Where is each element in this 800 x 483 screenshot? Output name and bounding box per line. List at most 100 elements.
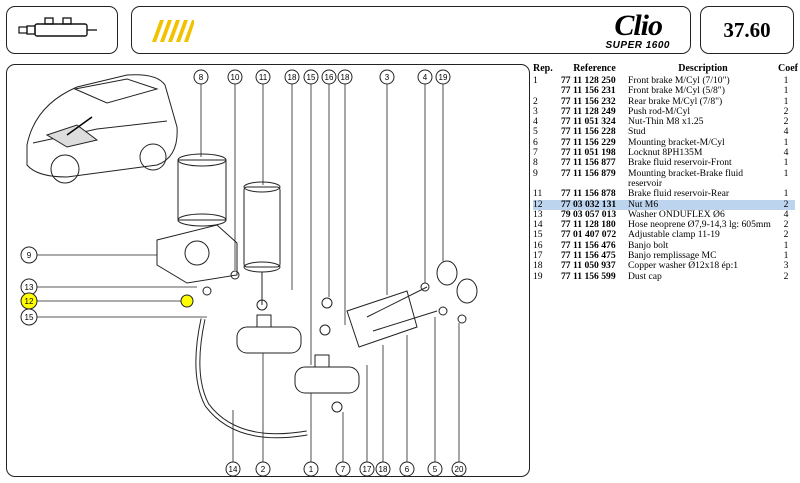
reference-cell: 77 11 156 879 [561,167,616,179]
coef-cell: 1 [783,188,789,200]
coef-cell: 2 [783,229,789,241]
car-sketch [26,74,178,184]
description-cell: Hose neoprene Ø7,9-14,3 lg: 605mm [628,219,771,231]
rep-cell: 8 [533,157,538,169]
top-callouts: 8 10 11 18 15 16 18 3 4 19 [193,69,451,365]
reference-cell: 77 11 050 937 [561,260,616,272]
table-row[interactable]: 77 11 156 231 Front brake M/Cyl (5/8") 1 [533,85,795,97]
coef-cell: 2 [783,270,789,282]
reference-cell: 77 11 156 231 [561,85,616,97]
reference-cell: 77 11 156 878 [561,188,616,200]
description-cell: Washer ONDUFLEX Ø6 [628,208,725,220]
svg-text:19: 19 [439,73,448,82]
svg-text:2: 2 [261,465,266,474]
rep-cell: 19 [533,270,543,282]
table-row[interactable]: 11 77 11 156 878 Brake fluid reservoir-Rea… [533,188,795,200]
table-header: Rep. Reference Description Coef [533,63,798,76]
svg-text:15: 15 [307,73,316,82]
nut-m6-highlight [180,294,194,308]
header-description: Description [678,63,728,74]
table-row[interactable]: 14 77 11 128 180 Hose neoprene Ø7,9-14,3 l… [533,219,795,231]
header-rep: Rep. [533,63,553,74]
hatch-stripe-icon [152,20,194,42]
svg-text:7: 7 [341,465,346,474]
coef-cell: 1 [783,250,789,262]
coef-cell: 2 [783,198,789,210]
svg-text:13: 13 [25,283,34,292]
svg-text:3: 3 [385,73,390,82]
description-cell: Copper washer Ø12x18 ép:1 [628,260,739,272]
svg-text:14: 14 [229,465,238,474]
description-cell: Brake fluid reservoir-Front [628,157,732,169]
rep-cell: 13 [533,208,543,220]
page-number-box: 37.60 [700,6,794,54]
description-cell: Front brake M/Cyl (7/10") [628,75,730,86]
coef-cell: 2 [783,219,789,231]
rep-cell: 16 [533,239,543,251]
description-cell: Stud [628,126,646,138]
header-coef: Coef [778,63,798,74]
rep-cell: 14 [533,219,543,231]
svg-text:6: 6 [405,465,410,474]
reference-cell: 77 11 128 180 [561,219,616,231]
description-cell: Push rod-M/Cyl [628,105,691,117]
reference-cell: 77 11 051 198 [561,147,616,159]
description-cell: Front brake M/Cyl (5/8") [628,85,725,97]
description-cell: Nut M6 [628,198,659,210]
reference-cell: 77 11 156 228 [561,126,616,138]
coef-cell: 1 [783,85,789,97]
rep-cell: 7 [533,147,538,159]
reference-cell: 77 11 156 476 [561,239,616,251]
coef-cell: 1 [783,75,789,86]
reference-cell: 77 01 407 072 [561,229,617,241]
table-row[interactable]: 5 77 11 156 228 Stud 4 [533,126,795,138]
coef-cell: 1 [783,239,789,251]
svg-text:8: 8 [199,73,204,82]
coef-cell: 4 [783,126,789,138]
svg-text:17: 17 [363,465,372,474]
rep-cell: 17 [533,250,543,262]
rep-cell: 5 [533,126,538,138]
table-row[interactable]: 4 77 11 051 324 Nut-Thin M8 x1.25 2 [533,116,795,128]
svg-text:10: 10 [231,73,240,82]
description-cell: Brake fluid reservoir-Rear [628,188,730,200]
description-cell: Adjustable clamp 11-19 [628,229,720,241]
coef-cell: 2 [783,116,789,128]
coef-cell: 2 [783,105,789,117]
rep-cell: 4 [533,116,538,128]
left-callouts: 9 13 12 15 [20,246,207,326]
page-number: 37.60 [723,17,771,42]
rep-cell: 12 [533,198,543,210]
rep-cell: 2 [533,95,538,107]
neoprene-hose [195,318,308,439]
title-banner: Clio SUPER 1600 [131,6,691,54]
rep-cell: 11 [533,188,543,200]
svg-text:20: 20 [455,465,464,474]
description-cell: Locknut 8PH135M [628,147,703,159]
section-icon-box [6,6,118,54]
description-cell: Mounting bracket-M/Cyl [628,136,725,148]
description-cell: Nut-Thin M8 x1.25 [628,116,704,128]
svg-text:18: 18 [288,73,297,82]
coef-cell: 1 [783,167,789,179]
header-reference: Reference [573,63,616,74]
table-row[interactable]: 8 77 11 156 877 Brake fluid reservoir-Fron… [533,157,795,169]
reference-cell: 77 11 156 877 [561,157,616,169]
reference-cell: 77 11 051 324 [561,116,616,128]
coef-cell: 4 [783,208,789,220]
rep-cell: 6 [533,136,538,148]
